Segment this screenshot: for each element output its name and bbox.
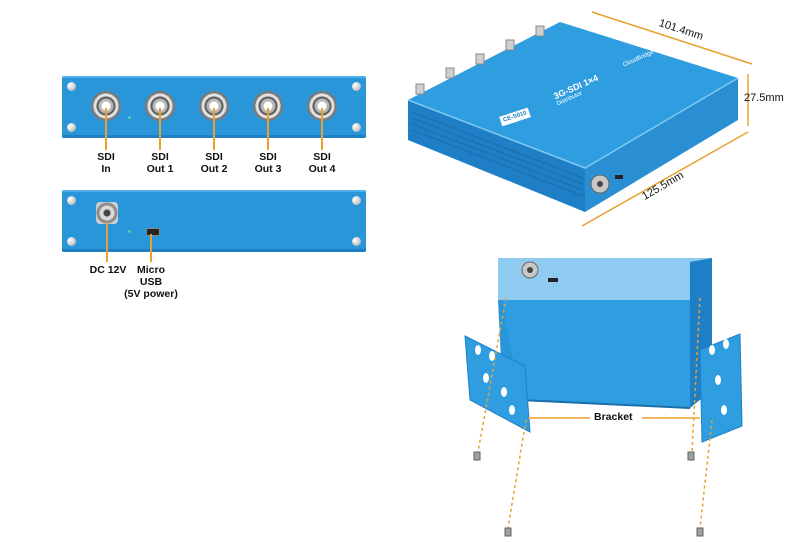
dc-12v-label: DC 12V xyxy=(89,264,127,276)
status-led xyxy=(128,116,131,119)
micro-usb-port xyxy=(146,228,160,236)
screw xyxy=(352,123,361,132)
front-panel xyxy=(62,76,366,138)
screw xyxy=(67,196,76,205)
screw xyxy=(67,123,76,132)
screw xyxy=(352,196,361,205)
dimension-height-label: 27.5mm xyxy=(744,92,784,104)
screw xyxy=(352,237,361,246)
bracket-label: Bracket xyxy=(594,411,633,423)
screw xyxy=(352,82,361,91)
screw xyxy=(67,82,76,91)
dc-power-jack xyxy=(96,202,118,224)
screw xyxy=(67,237,76,246)
back-panel xyxy=(62,190,366,252)
micro-usb-port xyxy=(615,175,623,179)
status-led xyxy=(128,230,131,233)
